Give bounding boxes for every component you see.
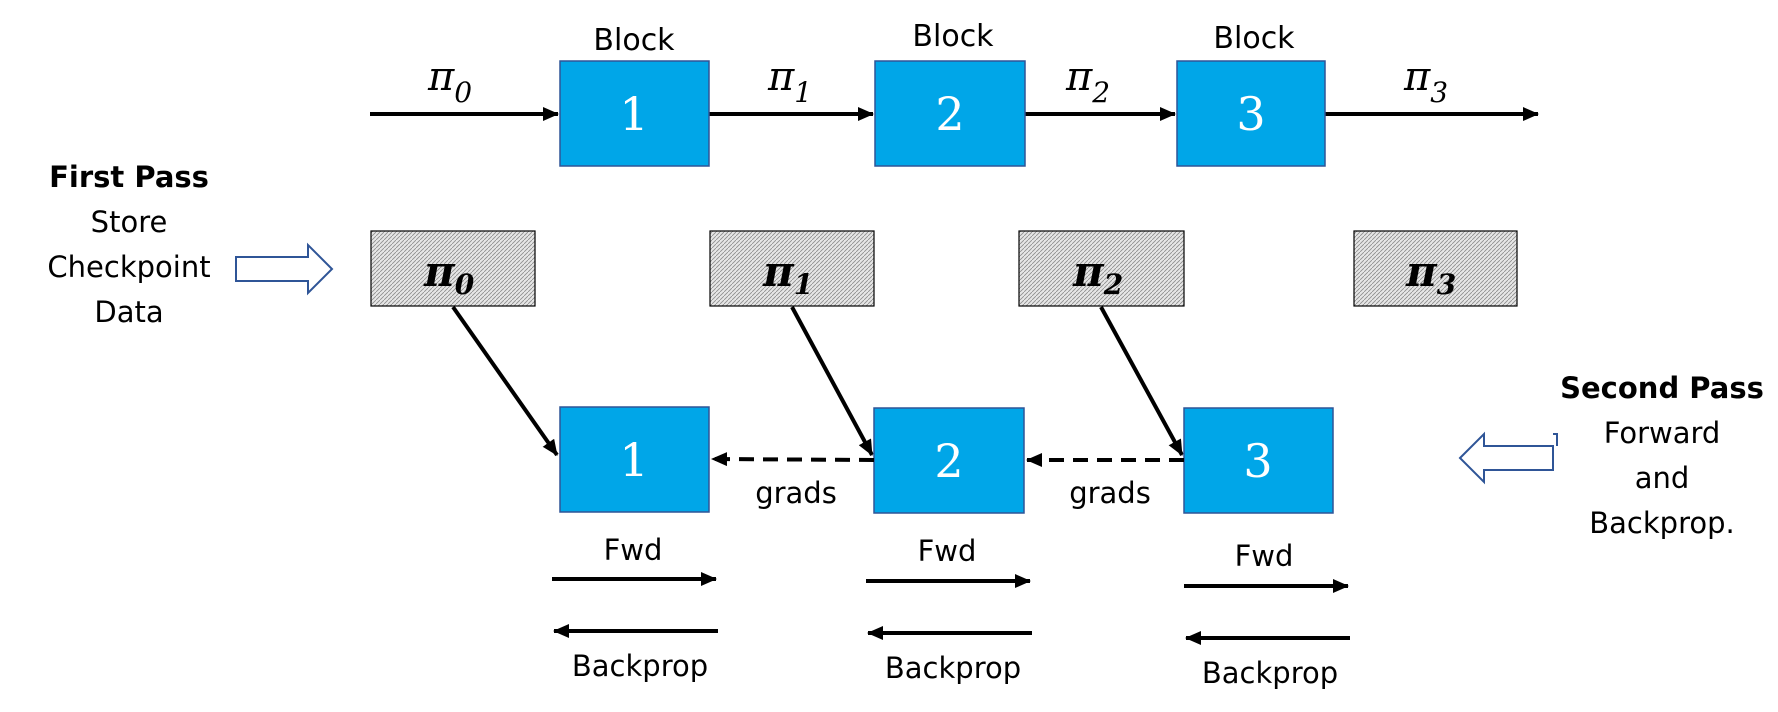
top-block-1-number: 1	[619, 87, 648, 141]
second-pass-line2: and	[1635, 461, 1690, 495]
first-pass-line2: Checkpoint	[47, 250, 210, 284]
fwd-label-3: Fwd	[1235, 539, 1294, 573]
bottom-block-2-number: 2	[934, 434, 963, 488]
grads-label-2: grads	[1069, 476, 1151, 510]
hollow-left-arrow-icon	[1458, 431, 1558, 485]
bottom-block-2	[873, 407, 1025, 514]
second-pass-label: Second Pass Forward and Backprop.	[1458, 371, 1764, 540]
arrow-pi1-to-block2	[790, 306, 874, 456]
first-pass-line1: Store	[91, 205, 168, 239]
checkpoint-pi2-label: π2	[1072, 247, 1123, 301]
top-block-3	[1176, 60, 1326, 167]
top-block-3-caption: Block	[1213, 21, 1295, 56]
checkpoint-pi3-label: π3	[1405, 247, 1456, 301]
checkpoints: π0 π1 π2 π3	[370, 230, 1518, 457]
hollow-right-arrow-icon	[235, 242, 334, 296]
grads-label-1: grads	[755, 476, 837, 510]
backprop-label-2: Backprop	[885, 651, 1021, 685]
bottom-row: 1 2 3 grads grads Fwd Backprop Fwd Backp…	[552, 406, 1350, 690]
bottom-block-3	[1183, 407, 1334, 514]
second-pass-line1: Forward	[1604, 416, 1721, 450]
fwd-label-2: Fwd	[918, 534, 977, 568]
first-pass-label: First Pass Store Checkpoint Data	[47, 160, 334, 329]
fwd-label-1: Fwd	[604, 533, 663, 567]
top-block-1-caption: Block	[593, 23, 675, 58]
activation-pi3: π3	[1403, 54, 1448, 109]
grads-arrow-2-to-1	[711, 452, 875, 467]
arrow-pi2-to-block3	[1099, 306, 1184, 456]
bottom-block-1	[559, 406, 710, 513]
checkpoint-pi1	[709, 230, 875, 307]
second-pass-title: Second Pass	[1560, 371, 1764, 405]
checkpoint-pi0	[370, 230, 536, 307]
checkpoint-pi3	[1353, 230, 1518, 307]
activation-pi1: π1	[767, 54, 812, 109]
second-pass-line3: Backprop.	[1589, 506, 1734, 540]
checkpoint-pi1-label: π1	[762, 247, 813, 301]
first-pass-line3: Data	[94, 295, 163, 329]
top-block-1	[559, 60, 710, 167]
arrow-pi0-to-block1	[451, 305, 559, 457]
backprop-label-3: Backprop	[1202, 656, 1338, 690]
top-block-3-number: 3	[1236, 87, 1265, 141]
bottom-block-3-number: 3	[1243, 434, 1272, 488]
top-block-2	[874, 60, 1026, 167]
top-row: 1 2 3 Block Block Block π0 π1 π2 π3	[370, 19, 1539, 167]
backprop-label-1: Backprop	[572, 649, 708, 683]
bottom-block-1-number: 1	[619, 433, 648, 487]
checkpoint-pi0-label: π0	[423, 247, 475, 301]
top-block-2-number: 2	[935, 87, 964, 141]
activation-pi2: π2	[1065, 54, 1110, 109]
checkpoint-pi2	[1018, 230, 1185, 307]
activation-pi0: π0	[427, 54, 472, 109]
top-block-2-caption: Block	[912, 19, 994, 54]
first-pass-title: First Pass	[49, 160, 209, 194]
